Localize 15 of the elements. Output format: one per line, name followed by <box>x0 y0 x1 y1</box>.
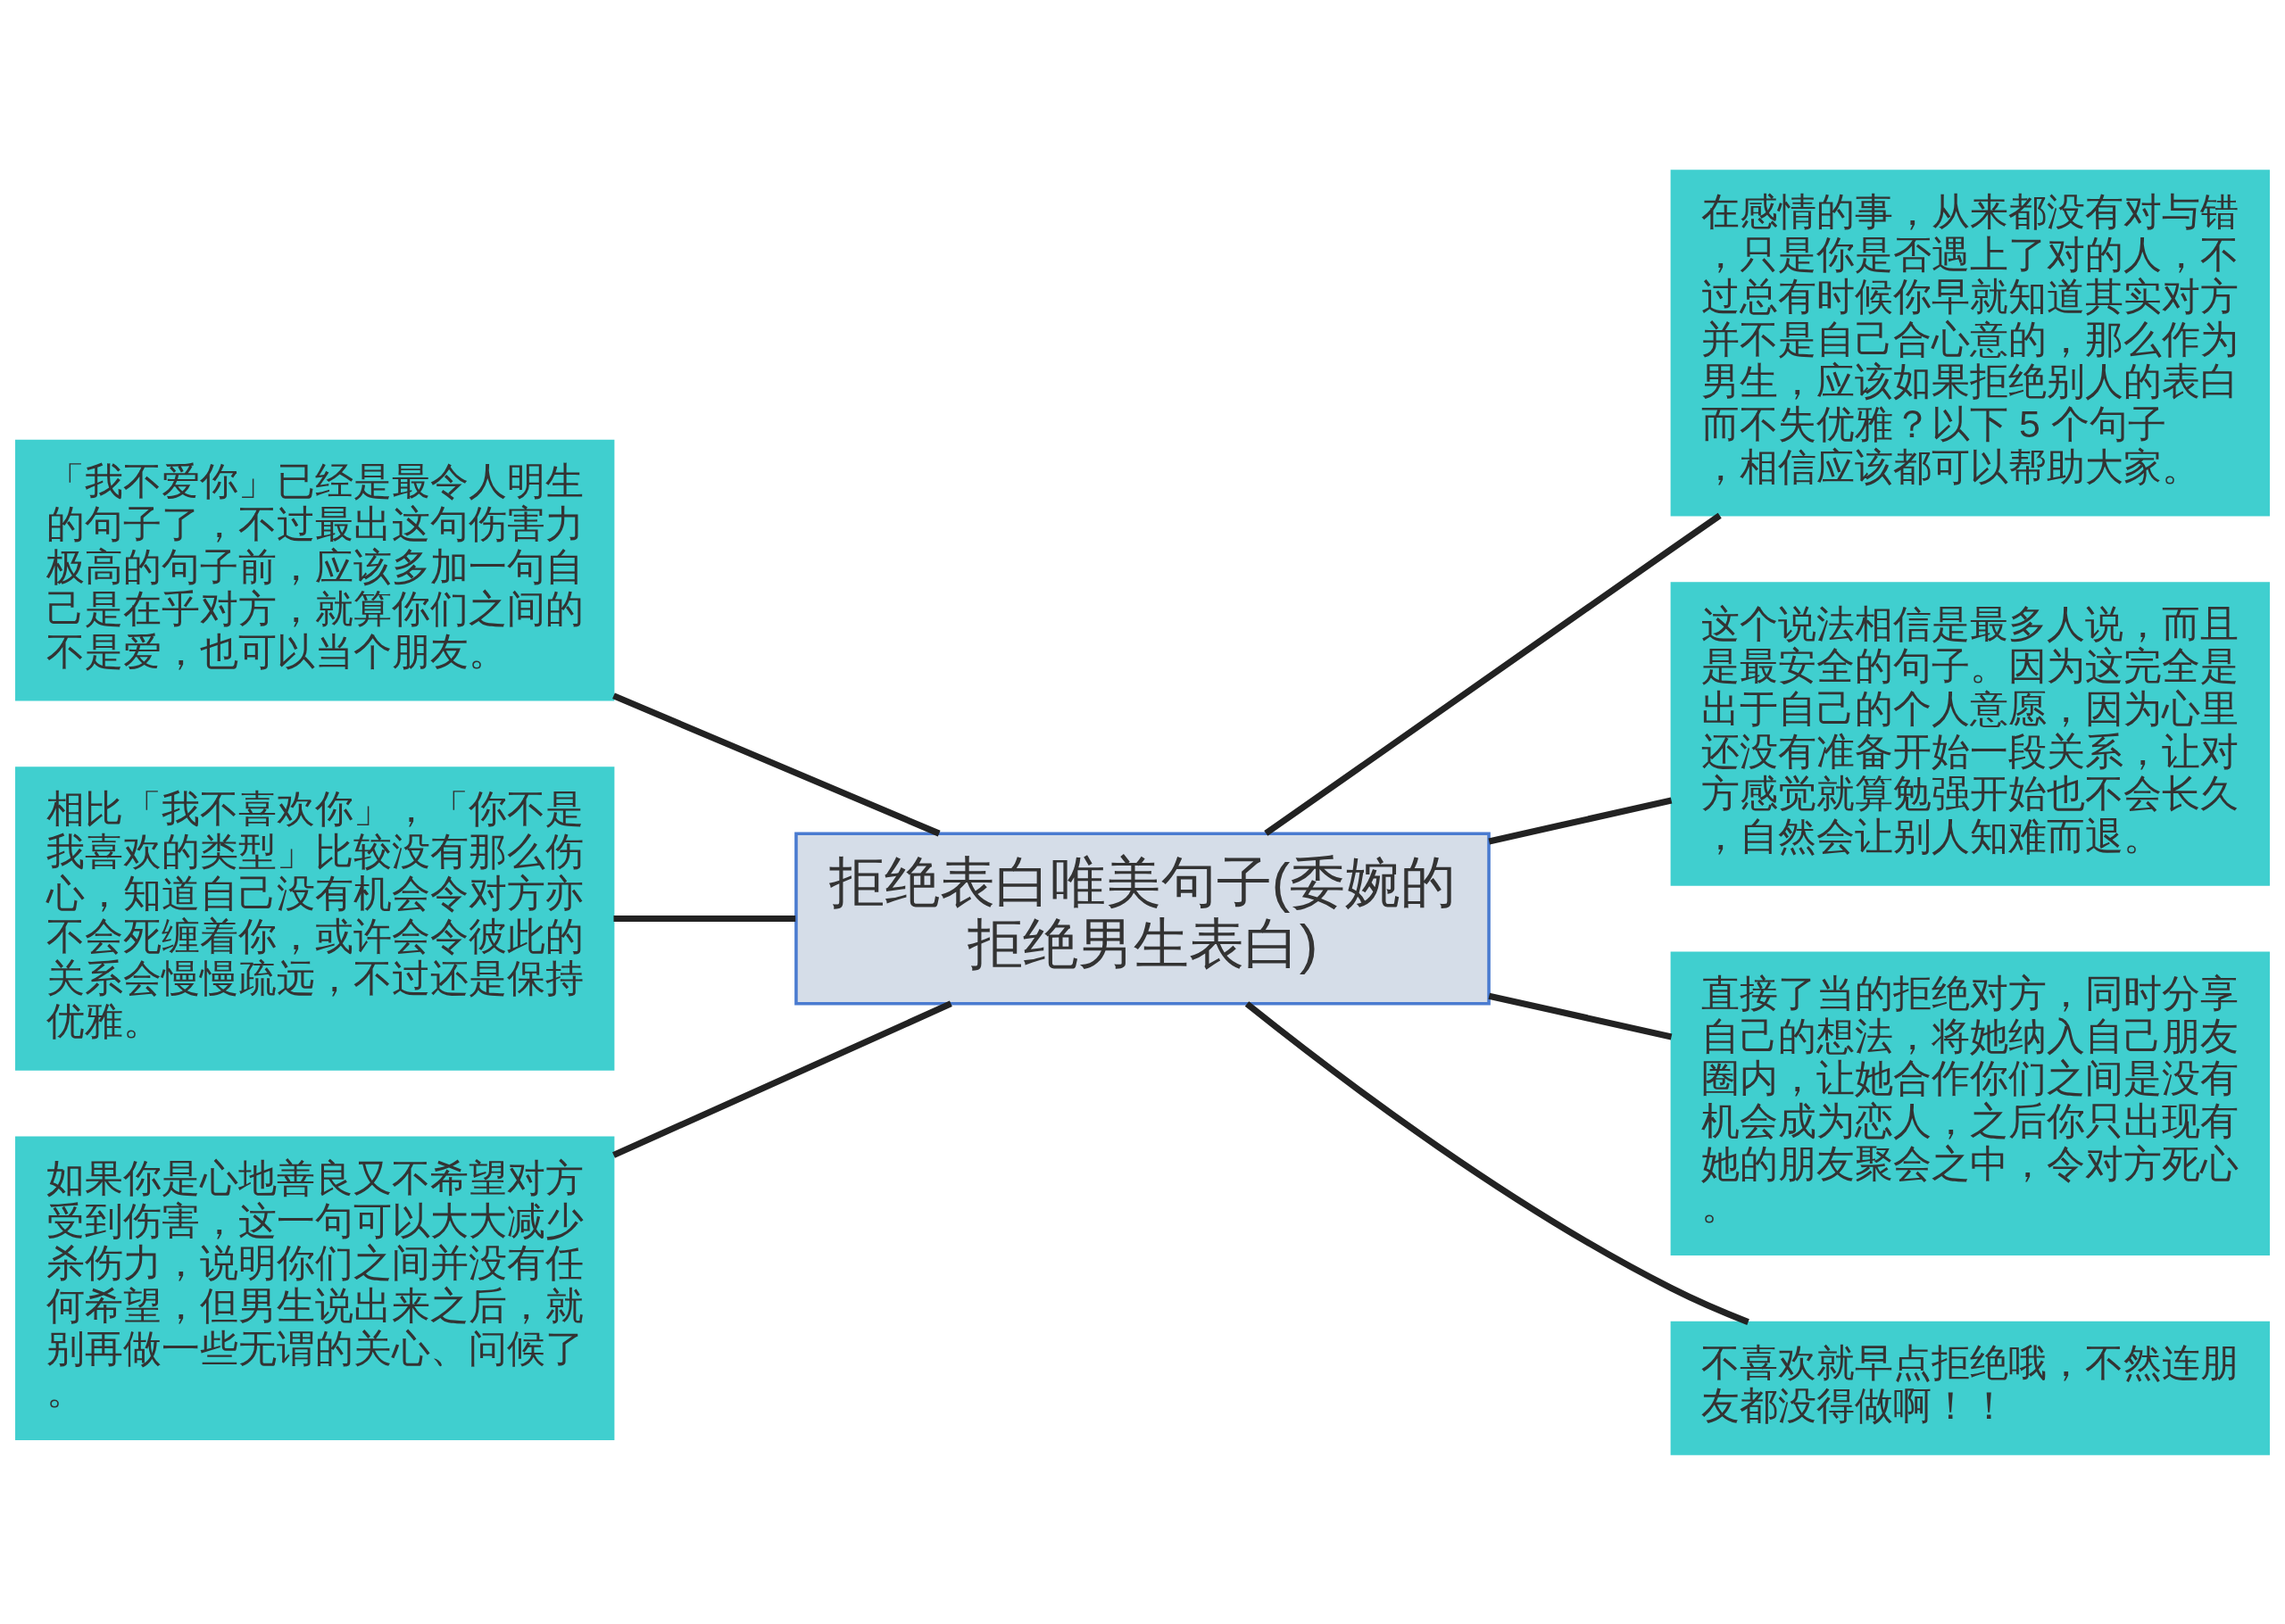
connector <box>1264 512 1722 836</box>
connector <box>1244 1000 1749 1325</box>
node-box: 如果你是心地善良又不希望对方受到伤害，这一句可以大大减少杀伤力，说明你们之间并没有任何希望，但男生说出来之后，就别再做一些无谓的关心、问候了。 <box>15 1136 615 1440</box>
connector <box>1488 992 1673 1040</box>
connector <box>613 915 796 922</box>
node-box: 相比「我不喜欢你」，「你不是我喜欢的类型」比较没有那么伤心，知道自己没有机会令对方亦不会死缠着你，或许会令彼此的关系会慢慢疏远，不过还是保持优雅。 <box>15 766 615 1071</box>
connector <box>1488 797 1673 844</box>
node-box: 在感情的事，从来都没有对与错，只是你是否遇上了对的人，不过总有时候你早就知道其实对方并不是自己合心意的，那么作为男生，应该如果拒绝别人的表白而不失优雅？以下 5 个句子，相信应该都可以帮助大家。 <box>1670 169 2270 516</box>
node-box: 拒绝表白唯美句子(委婉的拒绝男生表白) <box>794 832 1491 1006</box>
node-box: 这个说法相信是最多人说，而且是最安全的句子。因为这完全是出于自己的个人意愿，因为心里还没有准备开始一段关系，让对方感觉就算勉强开始也不会长久，自然会让别人知难而退。 <box>1670 581 2270 886</box>
connector <box>612 1000 952 1158</box>
node-box: 「我不爱你」已经是最令人明生的句子了，不过最出这句伤害力极高的句子前，应该多加一句自己是在乎对方，就算你们之间的不是爱，也可以当个朋友。 <box>15 439 615 700</box>
node-box: 不喜欢就早点拒绝哦，不然连朋友都没得做啊！！ <box>1670 1321 2270 1455</box>
connector <box>612 692 941 836</box>
node-box: 直接了当的拒绝对方，同时分享自己的想法，将她纳入自己朋友圈内，让她合作你们之间是没有机会成为恋人，之后你只出现有她的朋友聚会之中，令对方死心。 <box>1670 950 2270 1255</box>
